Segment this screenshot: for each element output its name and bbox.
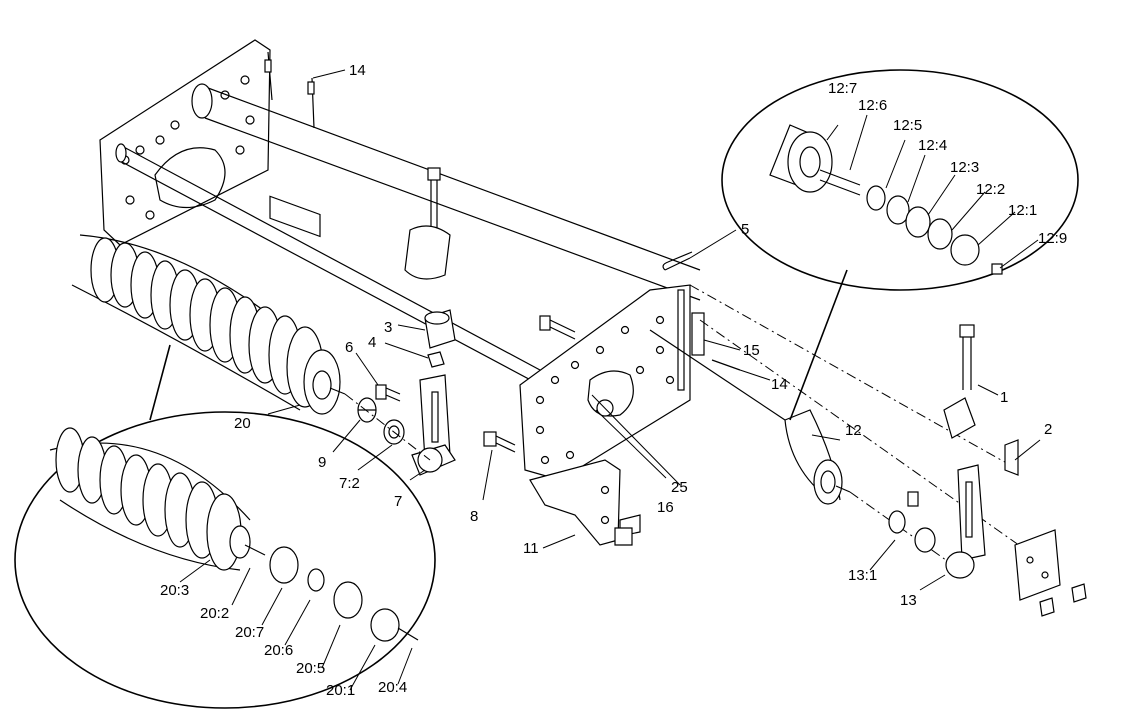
callout-20-4: 20:4: [378, 679, 408, 696]
callout-20-7: 20:7: [235, 624, 265, 641]
left-side-plate: [99, 39, 271, 246]
nut-4: [427, 351, 445, 368]
callout-12-4: 12:4: [918, 137, 948, 154]
callout-12-1: 12:1: [1008, 202, 1038, 219]
callout-16: 16: [657, 499, 674, 516]
right-side-plate: [519, 284, 691, 481]
callout-12-3: 12:3: [950, 159, 980, 176]
inset-20-parts: [49, 427, 419, 642]
bushing-13-1: [888, 510, 906, 534]
inset-12-parts: [769, 124, 1003, 275]
callout-6: 6: [345, 339, 354, 356]
block-3: [424, 309, 456, 349]
callout-12-2: 12:2: [976, 181, 1006, 198]
callout-12-9: 12:9: [1038, 230, 1068, 247]
callout-20-5: 20:5: [296, 660, 326, 677]
pin-14-top: [267, 51, 315, 129]
callout-20: 20: [234, 415, 251, 432]
bolt-6: [375, 384, 401, 402]
bolt-1: [959, 324, 975, 390]
plate-15: [691, 312, 705, 356]
callout-12: 12: [845, 422, 862, 439]
callout-20-1: 20:1: [326, 682, 356, 699]
bearing-9: [357, 397, 377, 423]
callout-20-6: 20:6: [264, 642, 294, 659]
callout-13-1: 13:1: [848, 567, 878, 584]
callout-20-2: 20:2: [200, 605, 230, 622]
callout-8: 8: [470, 508, 479, 525]
inset-20-ellipse: [14, 411, 436, 709]
callout-13: 13: [900, 592, 917, 609]
callout-4: 4: [368, 334, 377, 351]
callout-9: 9: [318, 454, 327, 471]
roller-20: [71, 234, 346, 415]
callout-25: 25: [671, 479, 688, 496]
bolt-8: [483, 431, 516, 453]
callout-3: 3: [384, 319, 393, 336]
callout-14-top: 14: [349, 62, 366, 79]
callout-14-lower: 14: [771, 376, 788, 393]
callout-12-7: 12:7: [828, 80, 858, 97]
inset-12-ellipse: [721, 69, 1079, 291]
decal-plate: [269, 195, 321, 238]
callout-1: 1: [1000, 389, 1009, 406]
arm-13: [945, 464, 986, 579]
callout-7-2: 7:2: [339, 475, 360, 492]
cotter-pin-5: [662, 251, 693, 271]
callout-12-6: 12:6: [858, 97, 888, 114]
right-bracket: [1014, 529, 1087, 617]
clip-2: [1004, 439, 1019, 476]
callout-12-5: 12:5: [893, 117, 923, 134]
callout-7: 7: [394, 493, 403, 510]
callout-11: 11: [523, 540, 539, 557]
lower-shaft: [115, 143, 541, 386]
callout-15: 15: [743, 342, 760, 359]
pin-14-lower: [711, 359, 741, 371]
callout-5: 5: [741, 221, 750, 238]
upper-tube: [191, 83, 701, 301]
roller-12: [649, 329, 851, 505]
callout-20-3: 20:3: [160, 582, 190, 599]
bracket-11: [529, 459, 641, 546]
leader-lines: [179, 69, 1041, 691]
callout-2: 2: [1044, 421, 1053, 438]
arm-7: [411, 374, 456, 476]
